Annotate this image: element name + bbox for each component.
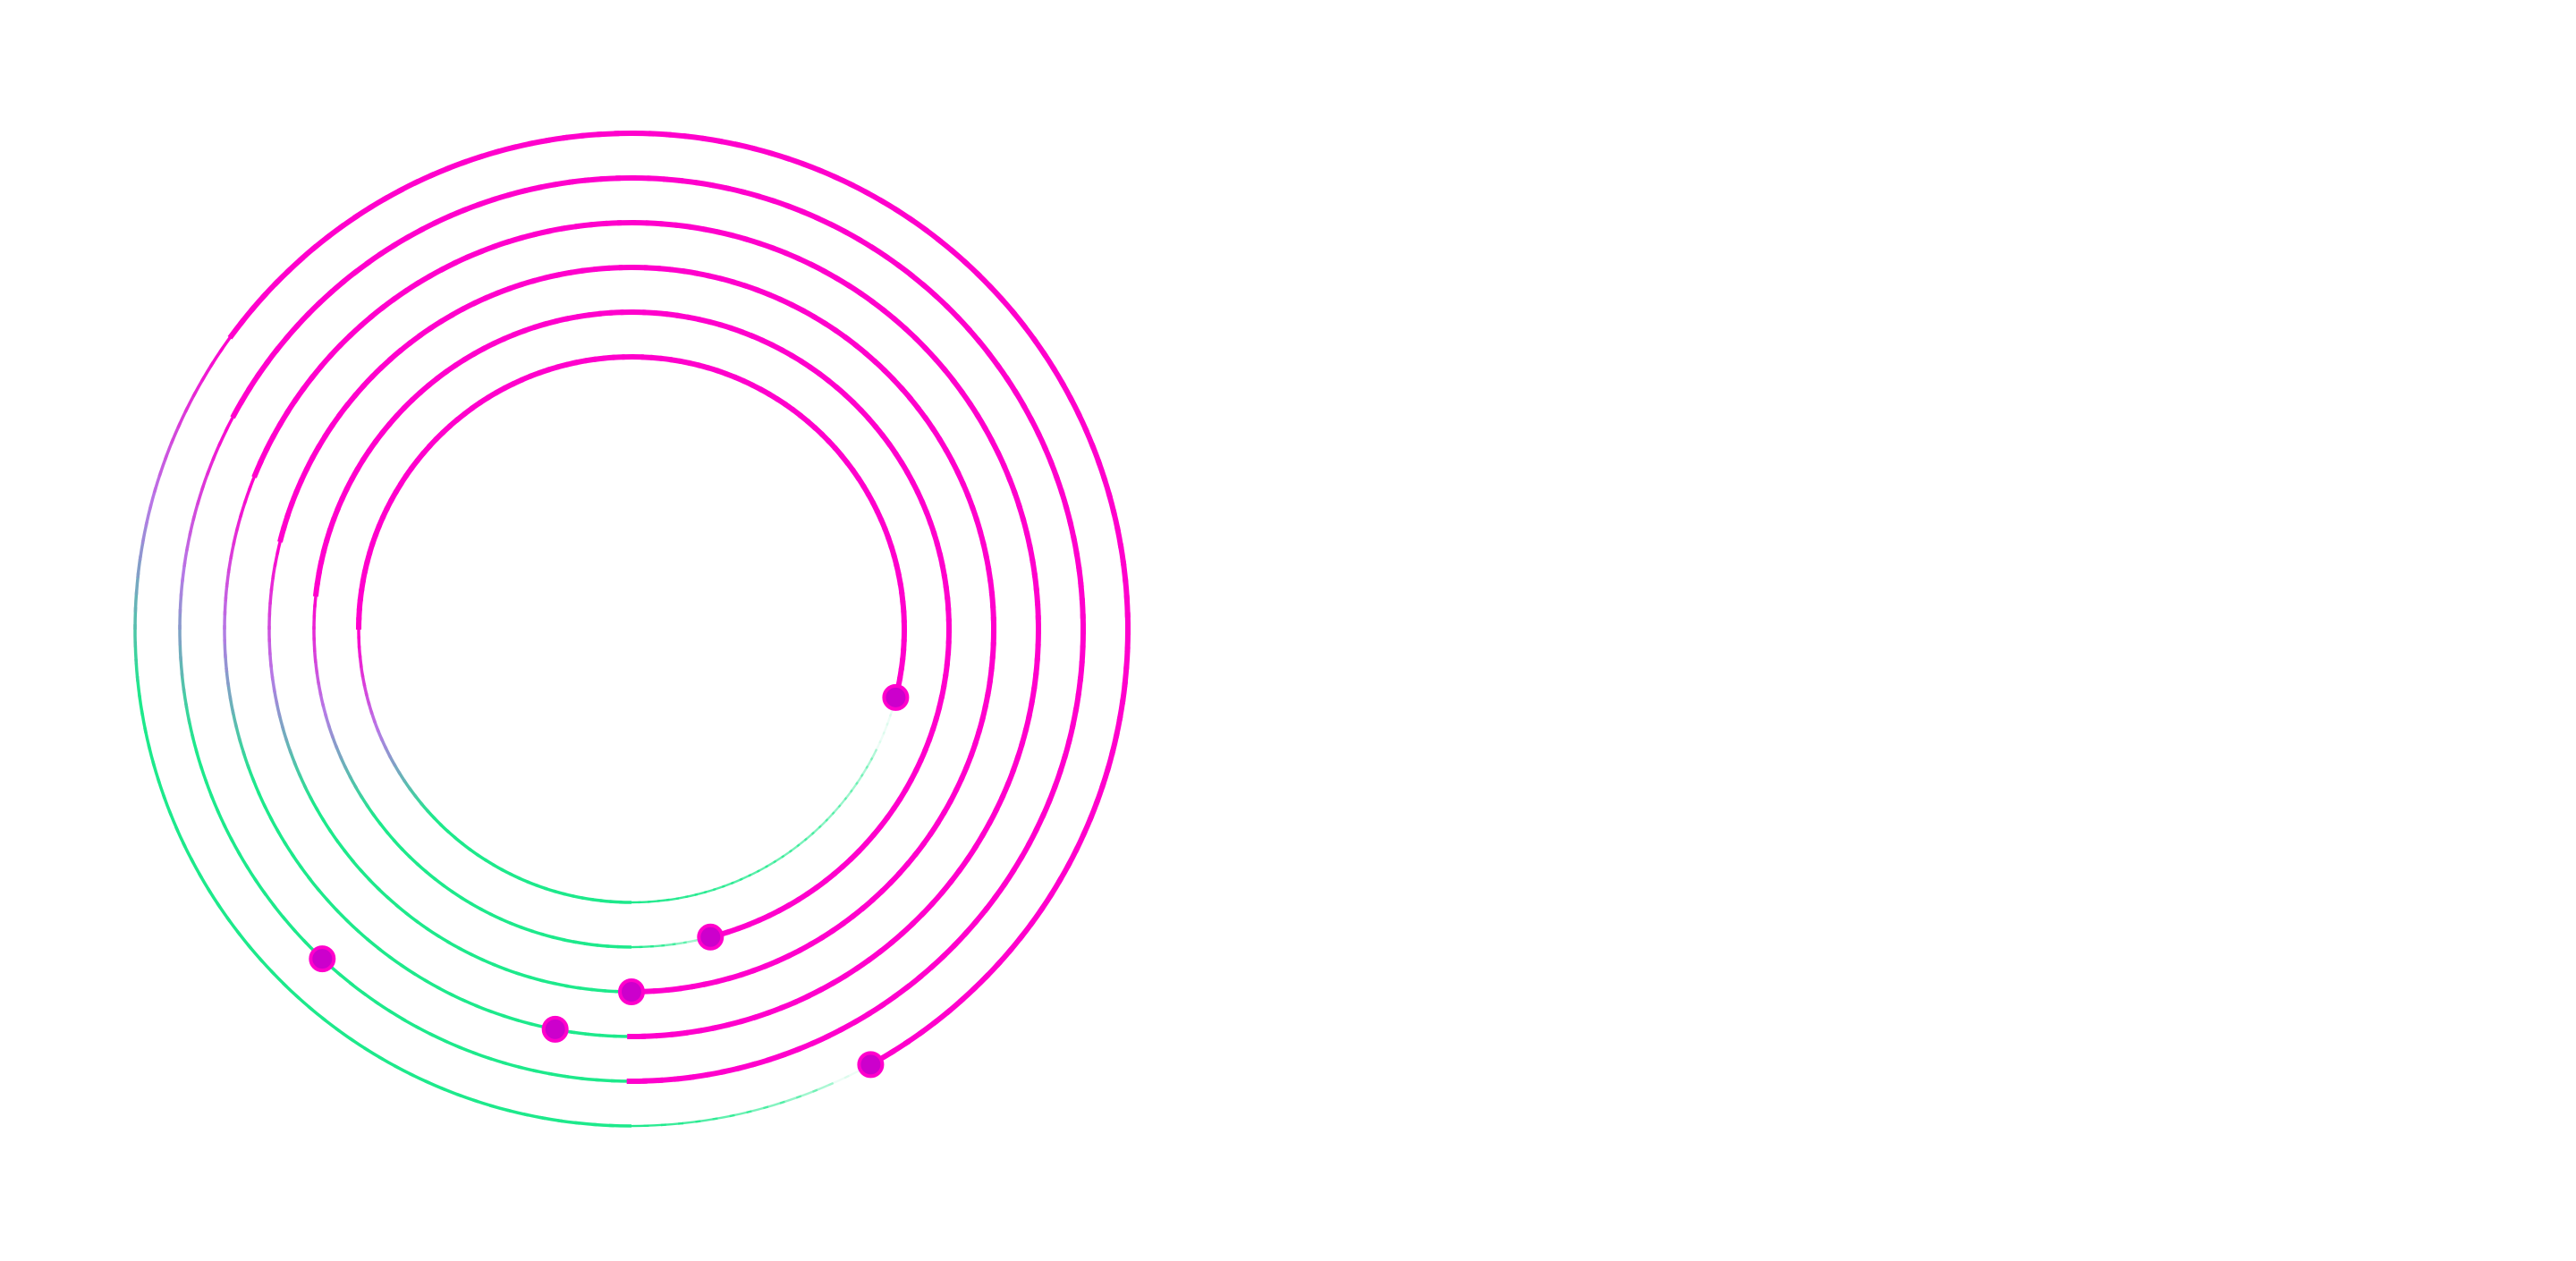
ring-2-endpoint-dot xyxy=(309,945,336,973)
ring-6 xyxy=(355,353,908,904)
ring-2 xyxy=(178,174,1087,1085)
ring-5 xyxy=(312,309,953,949)
rings-layer xyxy=(133,130,1131,1128)
ring-6-endpoint-dot xyxy=(882,683,910,711)
ring-1 xyxy=(133,130,1131,1128)
endpoint-dots-layer xyxy=(309,683,910,1079)
ring-3-endpoint-dot xyxy=(541,1015,569,1043)
ring-1-endpoint-dot xyxy=(857,1051,885,1079)
ring-4-endpoint-dot xyxy=(618,978,645,1005)
ring-5-endpoint-dot xyxy=(697,923,724,951)
connector-lines-layer xyxy=(662,210,2576,918)
ring-4 xyxy=(267,264,997,995)
